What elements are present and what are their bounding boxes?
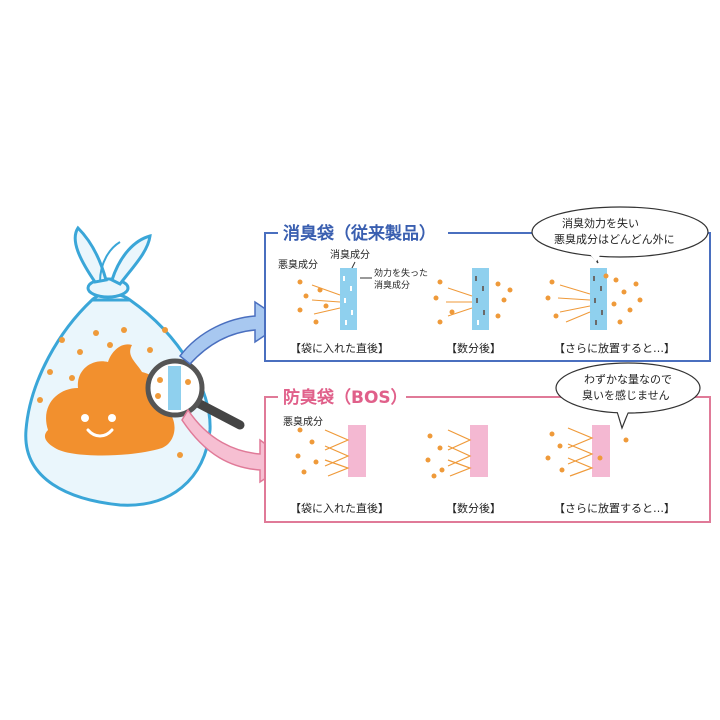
bos-stage-3 xyxy=(545,425,629,477)
bos-stage-1 xyxy=(295,425,366,477)
bos-stage-label-minutes-later: 【数分後】 xyxy=(446,501,501,515)
bos-stage-label-left-longer: 【さらに放置すると…】 xyxy=(554,501,675,515)
conventional-stage-1 xyxy=(297,268,357,330)
bubble-text-line1: 消臭効力を失い xyxy=(562,216,639,230)
bos-bubble-text-line2: 臭いを感じません xyxy=(582,388,670,402)
stage-label-minutes-later: 【数分後】 xyxy=(446,341,501,355)
magnifying-glass-icon xyxy=(145,358,245,430)
conventional-title: 消臭袋（従来製品） xyxy=(283,223,436,244)
stage-label-left-longer: 【さらに放置すると…】 xyxy=(554,341,675,355)
odor-label: 悪臭成分 xyxy=(278,258,318,271)
conventional-speech-bubble: 消臭効力を失い 悪臭成分はどんどん外に xyxy=(531,206,709,264)
bos-odor-label: 悪臭成分 xyxy=(283,415,323,428)
trash-bag-with-poop-icon xyxy=(24,225,212,507)
bos-stage-2 xyxy=(425,425,488,479)
bos-panel: 防臭袋（BOS） 悪臭成分 xyxy=(264,387,711,523)
bos-speech-bubble: わずかな量なので 臭いを感じません xyxy=(555,362,701,430)
bubble-text-line2: 悪臭成分はどんどん外に xyxy=(554,232,675,246)
conventional-stage-3 xyxy=(545,268,643,330)
spent-deodorant-label-line2: 消臭成分 xyxy=(374,279,410,291)
bos-bubble-text-line1: わずかな量なので xyxy=(584,373,672,386)
stage-label-immediately: 【袋に入れた直後】 xyxy=(290,341,389,355)
conventional-stage-2 xyxy=(433,268,513,330)
bos-stage-label-immediately: 【袋に入れた直後】 xyxy=(290,501,389,515)
bos-title: 防臭袋（BOS） xyxy=(283,387,408,408)
deodorant-label: 消臭成分 xyxy=(330,248,370,261)
spent-deodorant-label-line1: 効力を失った xyxy=(374,267,428,279)
